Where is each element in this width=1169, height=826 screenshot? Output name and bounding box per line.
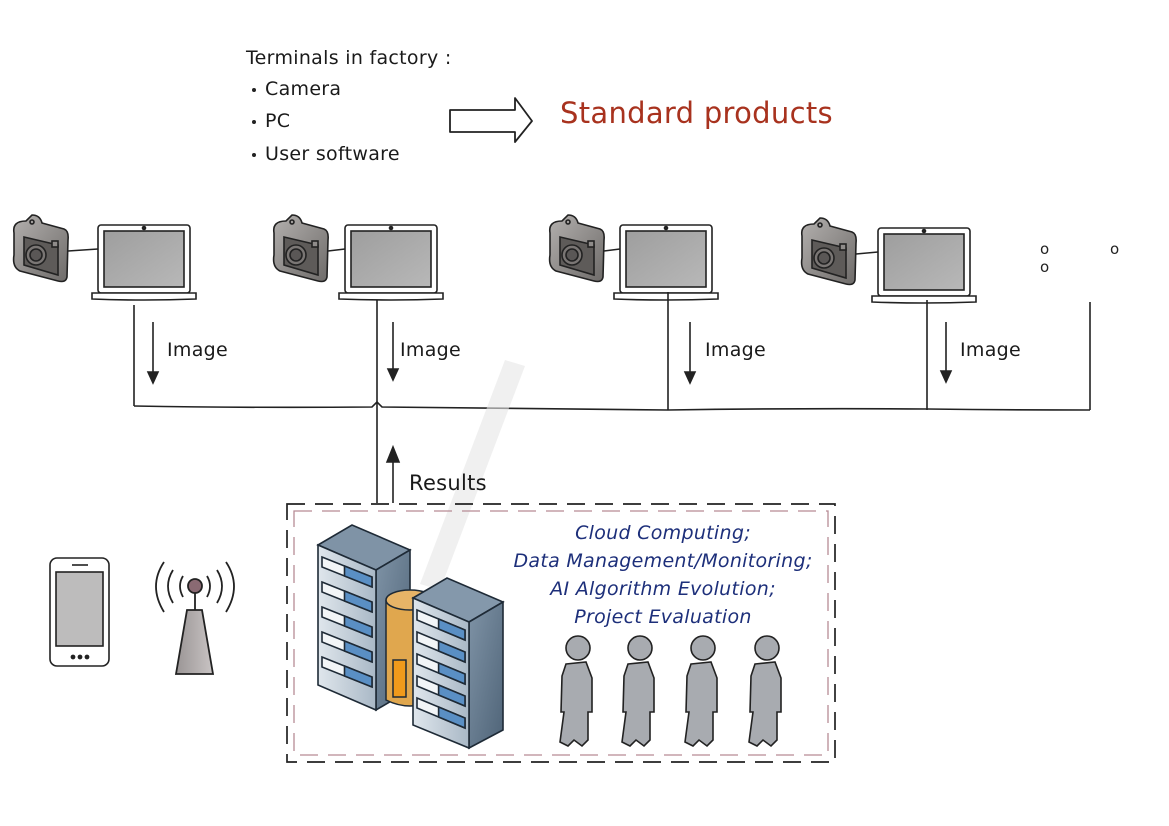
camera-icon [800, 217, 857, 286]
cloud-service-line: Data Management/Monitoring; [513, 550, 813, 572]
network-bus [133, 292, 1091, 503]
camera-icon [12, 214, 69, 283]
hollow-arrow-icon [449, 97, 533, 143]
light-beam [420, 360, 525, 590]
results-label: Results [409, 471, 487, 495]
server-slot [321, 580, 373, 614]
terminal-group [800, 217, 977, 304]
legend-item-user-software: User software [252, 143, 400, 165]
legend-item-label: User software [265, 143, 400, 165]
cloud-service-line: Cloud Computing; [575, 522, 751, 544]
camera-icon [548, 214, 605, 283]
laptop-icon [871, 227, 977, 304]
bullet-icon [252, 87, 256, 92]
cloud-service-line: Project Evaluation [574, 606, 752, 628]
server-slot [321, 605, 373, 639]
laptop-icon [613, 224, 719, 301]
camera-icon [272, 214, 329, 283]
server-slot [321, 630, 373, 664]
person-icon [559, 635, 593, 748]
bullet-icon [252, 152, 256, 157]
server-slot [416, 630, 466, 664]
server-slot [416, 652, 466, 686]
server-building-icon [411, 577, 505, 750]
person-icon [684, 635, 718, 748]
cloud-services-text: Cloud Computing; Data Management/Monitor… [508, 519, 818, 631]
terminal-group [548, 214, 719, 301]
cable [67, 248, 99, 252]
legend-item-label: Camera [265, 78, 342, 100]
image-flow-label: Image [960, 339, 1022, 361]
legend-item-camera: Camera [252, 78, 341, 100]
cable [327, 248, 346, 252]
server-slot [416, 696, 466, 730]
legend-item-pc: PC [252, 110, 290, 132]
image-flow-label: Image [705, 339, 767, 361]
cloud-service-line: AI Algorithm Evolution; [550, 578, 776, 600]
bullet-icon [252, 119, 256, 124]
person-icon [621, 635, 655, 748]
more-terminals-ellipsis: o o o [1040, 240, 1148, 276]
terminal-group [272, 214, 444, 301]
cable [603, 248, 621, 252]
server-slot [416, 674, 466, 708]
image-flow-arrows [146, 322, 953, 385]
results-arrow [385, 444, 401, 503]
server-slot [321, 555, 373, 589]
laptop-icon [91, 224, 197, 301]
laptop-icon [338, 224, 444, 301]
image-flow-label: Image [400, 339, 462, 361]
standard-products-label: Standard products [560, 96, 833, 130]
terminal-group [12, 214, 197, 301]
radio-tower-icon [155, 561, 235, 675]
smartphone-icon [49, 557, 110, 667]
legend-title: Terminals in factory : [246, 47, 452, 69]
image-flow-label: Image [167, 339, 229, 361]
server-slot [321, 655, 373, 689]
person-icon [748, 635, 782, 748]
cable [855, 251, 879, 255]
server-slot [416, 608, 466, 642]
cloud-platform-box [286, 503, 836, 763]
legend-item-label: PC [265, 110, 291, 132]
